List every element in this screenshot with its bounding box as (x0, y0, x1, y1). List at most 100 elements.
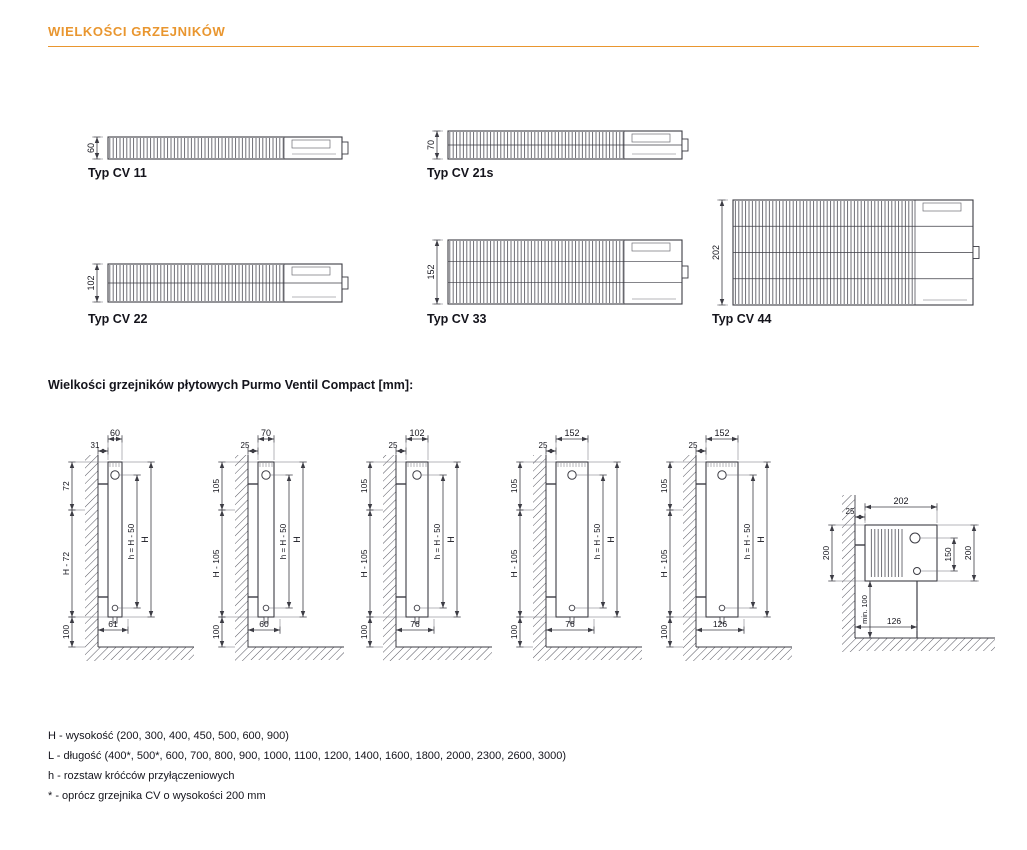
depth-dim-label: 102 (409, 428, 424, 438)
legend-line-h: H - wysokość (200, 300, 400, 450, 500, 6… (48, 730, 289, 742)
top-margin-dim-label: 72 (61, 481, 71, 491)
connection-block (972, 246, 980, 259)
depth-dim-label: 60 (110, 428, 120, 438)
floor-clearance-dim-label: 100 (659, 625, 669, 639)
depth-dim-label: 60 (86, 143, 96, 153)
bottom-offset-dim-label: 126 (887, 616, 901, 626)
type-label: Typ CV 21s (427, 166, 494, 180)
connection-block (681, 138, 689, 152)
drain-valve (568, 604, 576, 612)
legend-line-note: * - oprócz grzejnika CV o wysokości 200 … (48, 790, 266, 802)
left-height-dim-label: 200 (821, 546, 831, 560)
bottom-offset-dim-label: 126 (713, 619, 727, 629)
valve-housing (631, 242, 671, 252)
floor-hatch (248, 647, 344, 660)
section-title: Wielkości grzejników płytowych Purmo Ven… (48, 378, 413, 392)
radiator-body (555, 461, 589, 618)
pipe-spacing-dim-label: h = H - 50 (743, 523, 752, 559)
valve-housing (291, 266, 331, 276)
depth-dim-label: 152 (714, 428, 729, 438)
type-label: Typ CV 11 (88, 166, 147, 180)
depth-dim-label: 202 (893, 496, 908, 506)
floor-clearance-dim-label: 100 (61, 625, 71, 639)
pipe-spacing-dim-label: h = H - 50 (127, 523, 136, 559)
radiator-body (705, 461, 739, 618)
offset-dim-label: 25 (689, 441, 698, 450)
floor-hatch (696, 647, 792, 660)
floor-hatch (546, 647, 642, 660)
height-dim-label: 200 (963, 546, 973, 560)
height-minus-dim-label: H - 105 (509, 549, 519, 577)
height-minus-dim-label: H - 105 (211, 549, 221, 577)
offset-dim-label: 25 (539, 441, 548, 450)
page-header: WIELKOŚCI GRZEJNIKÓW (48, 24, 979, 47)
type-label: Typ CV 44 (712, 312, 772, 326)
top-margin-dim-label: 105 (509, 479, 519, 493)
total-height-dim-label: H (606, 536, 616, 543)
header-rule (48, 46, 979, 47)
bottom-offset-dim-label: 76 (565, 619, 575, 629)
offset-dim-label: 31 (91, 441, 100, 450)
wall-hatch (842, 495, 855, 652)
radiator-body (107, 461, 123, 618)
wall-hatch (383, 455, 396, 661)
connection-block (341, 141, 349, 155)
pipe-spacing-dim-label: h = H - 50 (279, 523, 288, 559)
fin-grille (869, 529, 903, 577)
floor-hatch (98, 647, 194, 660)
depth-dim-label: 202 (711, 245, 721, 260)
drain-valve (111, 604, 119, 612)
legend: H - wysokość (200, 300, 400, 450, 500, 6… (48, 730, 948, 810)
radiator-body (405, 461, 429, 618)
drain-valve (718, 604, 726, 612)
fin-grille (109, 138, 284, 158)
depth-dim-label: 70 (426, 140, 436, 150)
bottom-connection (112, 616, 118, 624)
drain-valve (262, 604, 270, 612)
radiator-body (257, 461, 275, 618)
floor-clearance-dim-label: 100 (509, 625, 519, 639)
total-height-dim-label: H (292, 536, 302, 543)
floor-hatch (855, 638, 995, 651)
bottom-connection (263, 616, 269, 624)
valve-housing (291, 139, 331, 149)
depth-dim-label: 102 (86, 275, 96, 290)
bottom-offset-dim-label: 60 (259, 619, 269, 629)
page-title: WIELKOŚCI GRZEJNIKÓW (48, 24, 226, 39)
bottom-offset-dim-label: 76 (410, 619, 420, 629)
total-height-dim-label: H (446, 536, 456, 543)
legend-line-pipe: h - rozstaw króćców przyłączeniowych (48, 770, 235, 782)
pipe-spacing-dim-label: 150 (943, 547, 953, 561)
bottom-offset-dim-label: 61 (108, 619, 118, 629)
depth-dim-label: 152 (426, 264, 436, 279)
offset-dim-label: 25 (389, 441, 398, 450)
pipe-spacing-dim-label: h = H - 50 (593, 523, 602, 559)
height-minus-dim-label: H - 105 (359, 549, 369, 577)
offset-dim-label: 25 (241, 441, 250, 450)
valve-housing (922, 202, 962, 212)
offset-dim-label: 25 (846, 507, 855, 516)
top-margin-dim-label: 105 (211, 479, 221, 493)
top-margin-dim-label: 105 (659, 479, 669, 493)
pipe-spacing-dim-label: h = H - 50 (433, 523, 442, 559)
pipe-connection-bottom (913, 567, 921, 575)
type-label: Typ CV 33 (427, 312, 487, 326)
height-minus-dim-label: H - 72 (61, 552, 71, 575)
depth-dim-label: 70 (261, 428, 271, 438)
wall-hatch (533, 455, 546, 661)
wall-hatch (235, 455, 248, 661)
wall-hatch (683, 455, 696, 661)
drain-valve (413, 604, 421, 612)
total-height-dim-label: H (756, 536, 766, 543)
floor-hatch (396, 647, 492, 660)
